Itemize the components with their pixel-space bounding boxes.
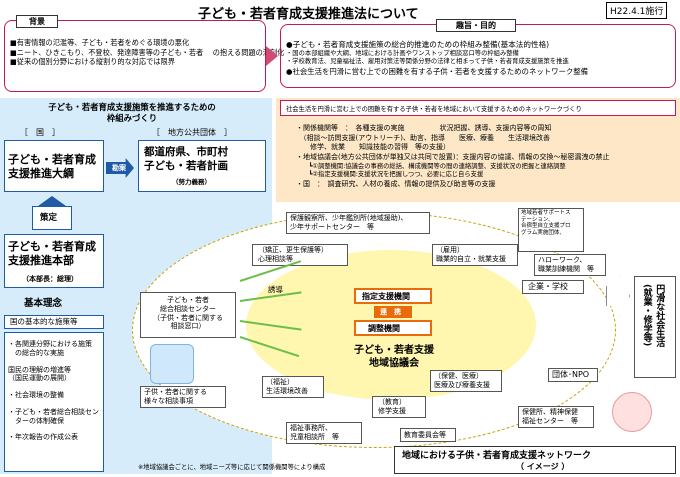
taiko-text: 子ども・若者育成 支援推進大綱 xyxy=(8,153,96,181)
kihon-item: ・各関連分野における施策 の総合的な実施 xyxy=(8,340,92,357)
hello-text: ハローワーク、 職業訓練機関 等 xyxy=(538,256,594,273)
kihon-item: ・社会環境の整備 xyxy=(8,391,64,399)
network-row: ┗①調整機関:協議会の事務の総括、構成機関等の間の連絡調整、支援状況の把握と連絡… xyxy=(296,162,566,170)
hogo-box xyxy=(286,212,430,234)
network-title: 地域における子供・若者育成支援ネットワーク xyxy=(402,451,592,461)
shitei-text: 指定支援機関 xyxy=(362,292,410,301)
hoken-text: （保健、医療） 医療及び療養支援 xyxy=(434,372,490,389)
kihon-item: ・年次報告の作成公表 xyxy=(8,433,78,442)
sodan-text: 子ども・若者 総合相談センター （子供・若者に関する 相談窓口） xyxy=(153,296,223,331)
shakai-box xyxy=(634,276,676,378)
kihon-list-box xyxy=(4,332,104,472)
fukushi-text: （福祉） 生活環境改善 xyxy=(266,378,308,395)
network-image: （ イメージ ） xyxy=(516,462,570,471)
purpose-list: ●子ども・若者育成支援施策の総合的推進のための枠組み整備(基本法的性格) ・国の… xyxy=(286,40,588,76)
sakutei-label: 策定 xyxy=(40,213,58,223)
kihon-sub: 国の基本的な施策等 xyxy=(10,317,78,326)
shitei-box xyxy=(354,288,432,304)
purpose-label: 趣旨・目的 xyxy=(436,19,516,32)
network-row: （相談～訪問支援(アウトリーチ)、助言、指導 医療、療養 生活環境改善 xyxy=(296,133,550,142)
fukushi2-text: 福祉事務所、 児童相談所 等 xyxy=(290,424,339,441)
kantan-arrow xyxy=(106,158,134,178)
kyosei-box xyxy=(252,244,348,266)
kihon-label: 基本理念 xyxy=(24,298,63,309)
fukushi2-box xyxy=(286,422,362,444)
background-label: 背景 xyxy=(16,15,58,28)
background-item: ■従来の個別分野における縦割り的な対応では限界 xyxy=(10,57,175,66)
dantai-box xyxy=(548,368,598,382)
pref-box xyxy=(138,140,266,192)
sapo-text: 地域若者サポートス テーション、 合宿型自立支援プロ グラム実施団体、 xyxy=(521,210,571,236)
kihon-sub-box xyxy=(4,315,104,329)
kihon-list: ・各関連分野における施策 の総合的な実施 国民の理解の増進等 （国民運動の展開）… xyxy=(8,340,104,442)
footnote: ※地域協議会ごとに、地域ニーズ等に応じて関係機関等により構成 xyxy=(138,464,326,471)
network-row: ・地域協議会(地方公共団体が単独又は共同で設置)：支援内容の協議、情報の交換～秘… xyxy=(296,152,610,161)
soudanjiko-box xyxy=(140,386,226,408)
network-top-text: 社会生活を円滑に営む上での困難を有する子供・若者を地域において支援するためのネッ… xyxy=(286,106,582,113)
page-title: 子ども・若者育成支援推進法について xyxy=(198,7,419,22)
kyoiku-box xyxy=(372,396,426,418)
hoken-box xyxy=(430,370,502,392)
hokenjo-box xyxy=(518,406,594,428)
purpose-item: ・国の本部組織や大綱、地域における計画やワンストップ相談窓口等の枠組み整備 xyxy=(286,50,519,58)
background-item: ■有害情報の氾濫等、子ども・若者をめぐる環境の悪化 xyxy=(10,38,190,47)
soudanjiko-text: 子供・若者に関する 様々な相談事項 xyxy=(144,388,207,405)
honbu-box xyxy=(4,234,104,288)
sakutei-box xyxy=(32,206,72,230)
hello-box xyxy=(534,254,606,276)
network-row: 修学、就業 知識技能の習得 等の支援） xyxy=(296,143,450,152)
kyosei-text: （矯正、更生保護等） 心理相談等 xyxy=(258,246,328,263)
kyogikai-text: 子ども・若者支援 地域協議会 xyxy=(354,345,434,369)
kuni-label: ［ 国 ］ xyxy=(20,128,60,137)
up-arrow-icon xyxy=(38,196,66,206)
background-item: ■ニート、ひきこもり、不登校、発達障害等の子ども・若者 の抱える問題の深刻化 xyxy=(10,47,285,57)
network-row: ・関係機関等 ： 各種支援の実施 状況把握、誘導、支援内容等の周知 xyxy=(296,124,552,132)
sapo-box xyxy=(518,208,584,252)
network-rows: ・関係機関等 ： 各種支援の実施 状況把握、誘導、支援内容等の周知 （相談～訪問… xyxy=(296,124,609,190)
kigyo-text: 企業・学校 xyxy=(528,282,568,291)
background-list: ■有害情報の氾濫等、子ども・若者をめぐる環境の悪化 ■ニート、ひきこもり、不登校… xyxy=(10,38,284,67)
purpose-item: ・学校教育法、児童福祉法、雇用対策法等関係分野の法律と相まって子供・若者育成支援… xyxy=(286,58,569,66)
chosei-box xyxy=(354,320,432,336)
purpose-item: ●子ども・若者育成支援施策の総合的推進のための枠組み整備(基本法的性格) xyxy=(286,40,550,49)
purpose-item: ●社会生活を円滑に営む上での困難を有する子供・若者を支援するためのネットワーク整… xyxy=(286,66,589,76)
dantai-text: 団体･NPO xyxy=(552,370,590,379)
shakai-text: 円滑な社会生活 (就業・修学等) xyxy=(641,284,665,347)
right-arrow-icon xyxy=(266,46,278,66)
hogo-text: 保護観察所、少年鑑別所(地域援助)、 少年サポートセンター 等 xyxy=(290,214,408,231)
pref-note: （努力義務） xyxy=(172,178,211,186)
honbu-text: 子ども・若者育成 支援推進本部 xyxy=(8,240,96,268)
yudo-label: 誘導 xyxy=(268,285,283,294)
network-row: ┗②指定支援機関:支援状況を把握しつつ、必要に応じ自ら支援 xyxy=(296,171,484,179)
network-title-box xyxy=(394,446,676,474)
pref-text: 都道府県、市町村 子ども・若者計画 xyxy=(144,146,228,172)
kantan-label: 勘案 xyxy=(112,164,126,172)
network-row: ・国 ： 調査研究、人材の養成、情報の提供及び助言等の支援 xyxy=(296,180,496,188)
koyo-text: （雇用） 職業的自立・就業支援 xyxy=(436,246,506,263)
date-badge: H22.4.1施行 xyxy=(606,2,668,19)
renkei-box xyxy=(374,306,412,318)
honbu-note: （本部長：総理） xyxy=(22,275,78,283)
renkei-text: 連 携 xyxy=(380,308,401,316)
kyoiku-iin-box xyxy=(400,428,456,442)
kihon-item: ・子ども・若者総合相談セン ターの体制確保 xyxy=(8,407,99,425)
chosei-text: 調整機関 xyxy=(368,324,400,333)
koyo-box xyxy=(432,244,518,266)
network-top-box xyxy=(280,100,676,116)
kigyo-box xyxy=(522,280,584,294)
kyoiku-text: （教育） 修学支援 xyxy=(378,398,406,415)
youth-illustration-icon xyxy=(612,392,652,432)
kyoiku-iin-text: 教育委員会等 xyxy=(404,431,446,439)
background-panel xyxy=(4,20,266,92)
sodan-box xyxy=(140,292,236,338)
fukushi-box xyxy=(262,376,324,398)
hokenjo-text: 保健所、精神保健 福祉センター 等 xyxy=(522,408,578,425)
kihon-item: 国民の理解の増進等 （国民運動の展開） xyxy=(8,365,71,383)
taiko-box xyxy=(4,140,104,192)
child-illustration-icon xyxy=(150,344,194,384)
left-heading: 子ども・若者育成支援施策を推進するための 枠組みづくり xyxy=(48,102,216,123)
chiho-label: ［ 地方公共団体 ］ xyxy=(152,128,232,137)
